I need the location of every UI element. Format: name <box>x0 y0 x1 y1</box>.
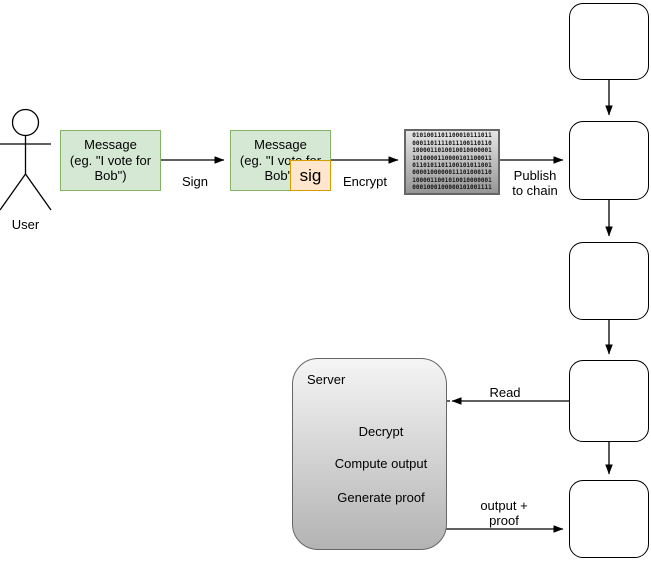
binary-row: 0000100000011101000110 <box>412 169 492 177</box>
user-label: User <box>11 217 40 232</box>
binary-row: 0101001101100010111011 <box>412 132 492 140</box>
output-proof-edge-label: output + proof <box>480 498 528 528</box>
chain-block-4 <box>569 360 649 442</box>
server-step-decrypt: Decrypt <box>358 424 404 439</box>
binary-row: 0001101111011100110110 <box>412 139 492 147</box>
chain-block-1 <box>569 3 649 80</box>
binary-row: 0110101101100101011001 <box>412 162 492 169</box>
binary-row: 1000011001010010000001 <box>412 176 492 184</box>
server-step-generate-proof: Generate proof <box>337 490 425 505</box>
encrypted-data-box: 0101001101100010111011 00011011110111001… <box>404 129 500 195</box>
sig-badge: sig <box>290 160 331 191</box>
server-container <box>292 358 447 550</box>
sign-edge-label: Sign <box>181 174 209 189</box>
binary-row: 1010000110000101100011 <box>412 154 492 162</box>
encrypt-edge-label: Encrypt <box>342 174 388 189</box>
binary-row: 0001000100000101001111 <box>412 184 492 192</box>
user-actor-icon <box>0 108 52 211</box>
server-step-compute-output: Compute output <box>334 456 428 471</box>
chain-block-3 <box>569 242 649 320</box>
chain-block-5 <box>569 480 649 558</box>
binary-row: 1000011010010010000001 <box>412 147 492 155</box>
publish-edge-label: Publish to chain <box>512 168 558 198</box>
read-edge-label: Read <box>489 385 521 400</box>
chain-block-2 <box>569 121 649 200</box>
message-box-1: Message (eg. "I vote for Bob") <box>60 130 161 191</box>
server-label: Server <box>307 372 346 387</box>
